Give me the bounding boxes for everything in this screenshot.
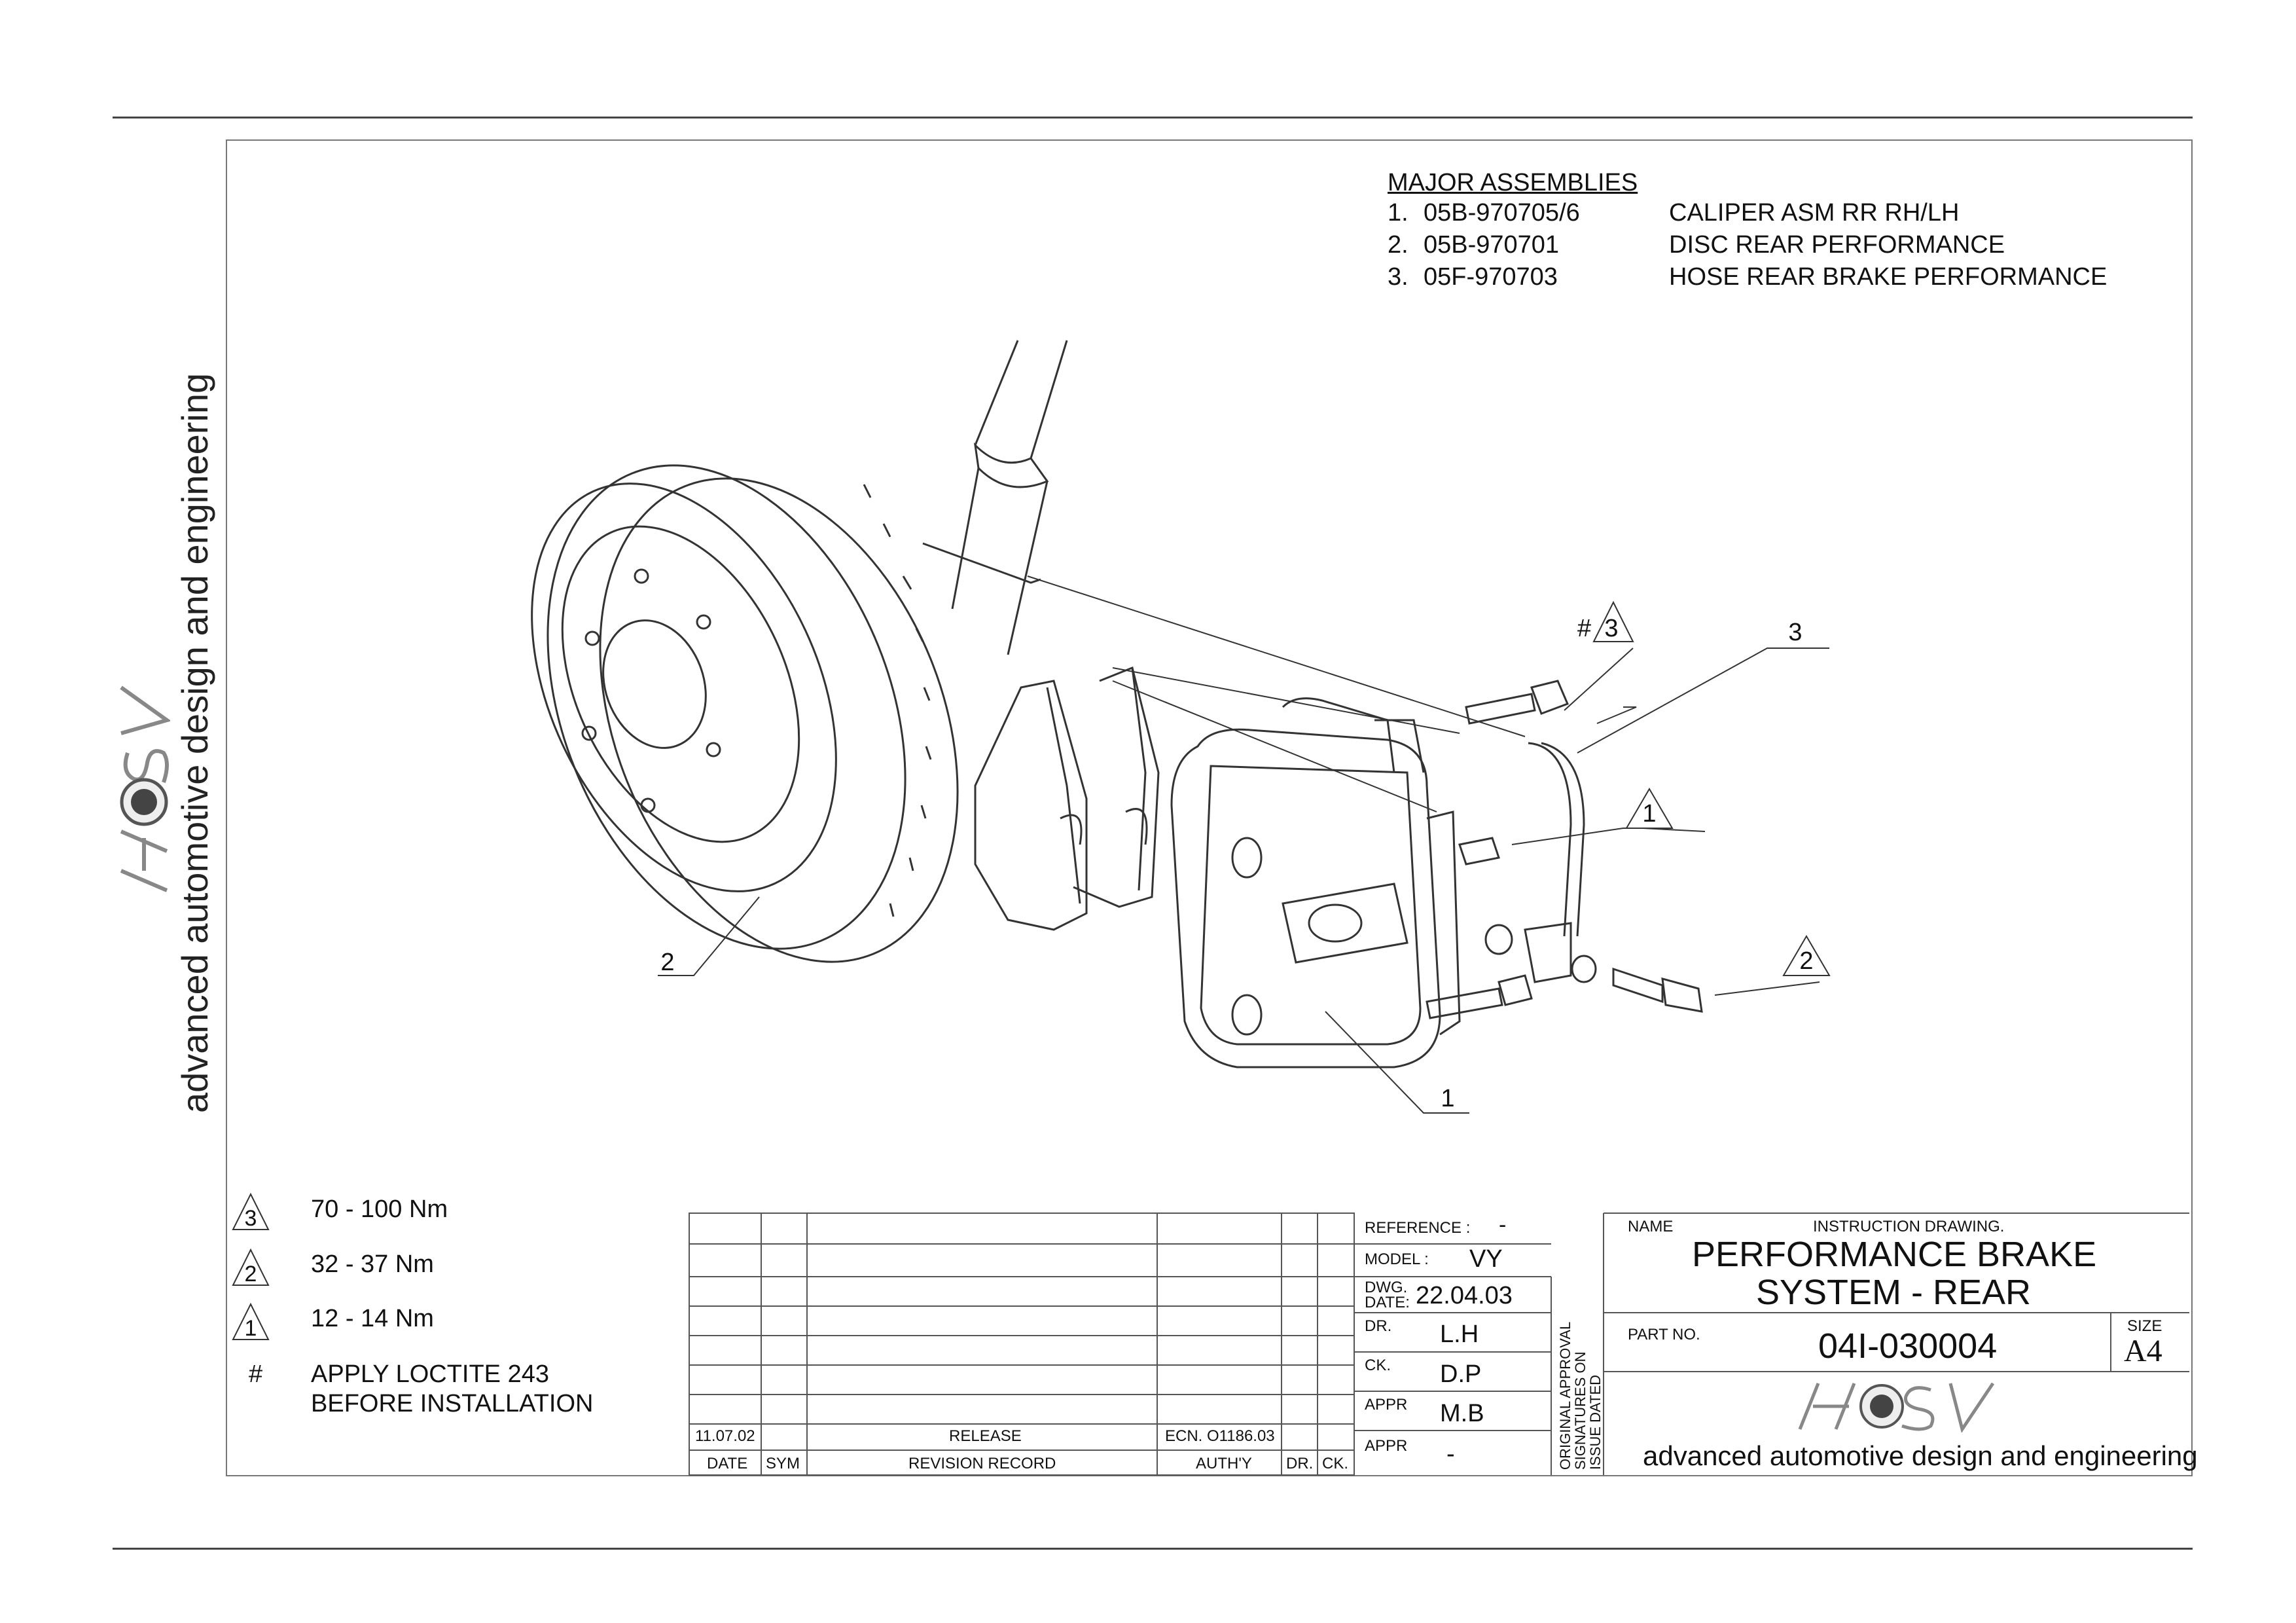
assembly-num: 3.: [1388, 263, 1408, 291]
size-value: A4: [2124, 1334, 2162, 1368]
top-rule: [113, 117, 2193, 119]
assembly-part: 05B-970705/6: [1424, 199, 1580, 227]
dwg-date-label-1: DWG.: [1365, 1279, 1408, 1296]
assembly-part: 05F-970703: [1424, 263, 1558, 291]
callout-bolt-2: 2: [1799, 947, 1813, 975]
assembly-num: 1.: [1388, 199, 1408, 227]
name-caption: INSTRUCTION DRAWING.: [1813, 1218, 2005, 1235]
major-assemblies-heading: MAJOR ASSEMBLIES: [1388, 169, 1638, 196]
torque-triangle-2: 2: [232, 1248, 270, 1286]
model-label: MODEL :: [1365, 1250, 1429, 1268]
torque-value: 32 - 37 Nm: [311, 1250, 434, 1278]
header-ck: CK.: [1322, 1455, 1349, 1472]
ck-value: D.P: [1440, 1360, 1482, 1388]
side-branding: advanced automotive design and engineeri…: [118, 373, 236, 1113]
title-hsv-logo: [1798, 1382, 1995, 1432]
dr-value: L.H: [1440, 1321, 1479, 1348]
drawing-title-line-2: SYSTEM - REAR: [1756, 1273, 2032, 1312]
assembly-num: 2.: [1388, 231, 1408, 259]
torque-triangle-1: 1: [232, 1302, 270, 1341]
leader-lines: [658, 575, 1829, 1114]
callout-caliper-1: 1: [1441, 1085, 1454, 1112]
model-value: VY: [1469, 1245, 1503, 1273]
bottom-rule: [113, 1548, 2193, 1550]
callout-disc-2: 2: [660, 949, 674, 976]
torque-value: 12 - 14 Nm: [311, 1305, 434, 1332]
header-authy: AUTH'Y: [1196, 1455, 1252, 1472]
svg-text:3: 3: [245, 1206, 257, 1231]
dwg-date-label-2: DATE:: [1365, 1294, 1410, 1311]
revision-record: RELEASE: [949, 1427, 1022, 1445]
callout-hose-3: 3: [1788, 619, 1802, 646]
header-dr: DR.: [1286, 1455, 1314, 1472]
appr1-value: M.B: [1440, 1400, 1484, 1427]
signatures-line-3: ISSUE DATED: [1587, 1374, 1604, 1470]
name-label: NAME: [1628, 1218, 1674, 1235]
loctite-line-1: APPLY LOCTITE 243: [311, 1360, 549, 1388]
signatures-note: ORIGINAL APPROVAL SIGNATURES ON ISSUE DA…: [1557, 1273, 1604, 1470]
ck-label: CK.: [1365, 1357, 1391, 1374]
reference-label: REFERENCE :: [1365, 1219, 1471, 1237]
title-tagline: advanced automotive design and engineeri…: [1643, 1440, 2198, 1471]
header-date: DATE: [707, 1455, 748, 1472]
loctite-symbol: #: [249, 1360, 263, 1388]
reference-value: -: [1499, 1213, 1507, 1237]
loctite-line-2: BEFORE INSTALLATION: [311, 1390, 594, 1417]
caliper-drawing: [1170, 697, 1461, 1068]
side-hsv-logo: [120, 685, 170, 892]
revision-date: 11.07.02: [695, 1427, 755, 1445]
brake-assembly-drawing: # 3 3 1 2 2 1: [531, 340, 1831, 1114]
size-label: SIZE: [2127, 1317, 2162, 1335]
svg-text:2: 2: [245, 1262, 257, 1286]
header-record: REVISION RECORD: [908, 1455, 1056, 1472]
signatures-line-2: SIGNATURES ON: [1572, 1351, 1588, 1470]
assembly-desc: CALIPER ASM RR RH/LH: [1669, 199, 1960, 227]
torque-value: 70 - 100 Nm: [311, 1195, 448, 1223]
assembly-desc: HOSE REAR BRAKE PERFORMANCE: [1669, 263, 2108, 291]
header-sym: SYM: [766, 1455, 800, 1472]
callout-triangles: [1592, 600, 1831, 976]
appr1-label: APPR: [1365, 1396, 1408, 1413]
svg-text:1: 1: [245, 1316, 257, 1341]
torque-triangle-3: 3: [232, 1192, 270, 1231]
appr2-label: APPR: [1365, 1437, 1408, 1455]
revision-authy: ECN. O1186.03: [1165, 1427, 1275, 1445]
callout-hash: #: [1577, 615, 1591, 642]
brake-hose-drawing: [1524, 742, 1585, 983]
dr-label: DR.: [1365, 1317, 1392, 1335]
assembly-desc: DISC REAR PERFORMANCE: [1669, 231, 2005, 259]
signatures-line-1: ORIGINAL APPROVAL: [1557, 1321, 1573, 1470]
assembly-part: 05B-970701: [1424, 231, 1560, 259]
callout-hash-3: 3: [1604, 615, 1618, 642]
drawing-title-line-1: PERFORMANCE BRAKE: [1692, 1235, 2097, 1274]
appr2-value: -: [1446, 1440, 1455, 1468]
part-no-label: PART NO.: [1628, 1326, 1700, 1343]
part-no-value: 04I-030004: [1818, 1326, 1998, 1366]
disc-rotor-drawing: [531, 464, 959, 963]
strut-drawing: [922, 340, 1068, 655]
dwg-date-value: 22.04.03: [1416, 1282, 1513, 1309]
callout-bolt-1: 1: [1642, 800, 1656, 828]
